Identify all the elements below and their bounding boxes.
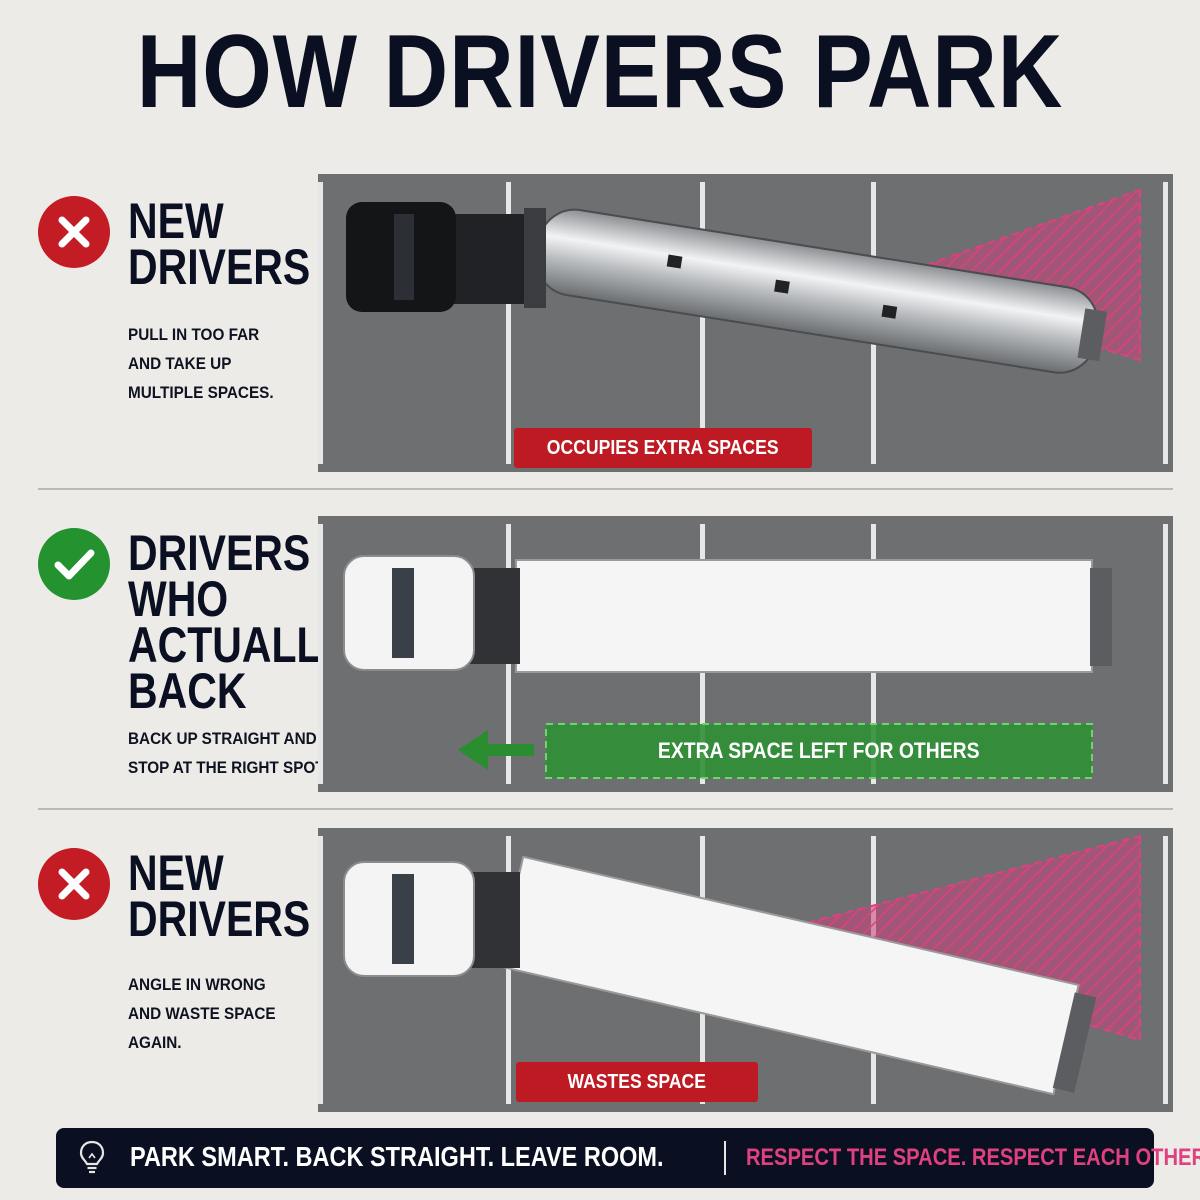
heading-line: NEW	[128, 845, 224, 901]
black-tractor-cab	[346, 202, 546, 312]
section-divider	[38, 808, 1173, 810]
heading-line: ACTUALLY	[128, 617, 346, 673]
heading-line: DRIVERS	[128, 239, 311, 295]
lightbulb-icon	[78, 1140, 106, 1181]
white-tractor-cab	[343, 861, 520, 977]
parking-stripe	[1163, 836, 1168, 1104]
parking-lot-row-2	[318, 516, 1173, 792]
heading-line: WHO	[128, 571, 229, 627]
description-line: AND TAKE UP	[128, 354, 232, 373]
extra-space-label: EXTRA SPACE LEFT FOR OTHERS	[658, 738, 980, 763]
parking-stripe	[700, 182, 705, 464]
row-3-description: ANGLE IN WRONG AND WASTE SPACE AGAIN.	[128, 970, 335, 1057]
footer-slogan: PARK SMART. BACK STRAIGHT. LEAVE ROOM.	[130, 1141, 664, 1172]
heading-line: DRIVERS	[128, 891, 311, 947]
heading-line: BACK	[128, 663, 247, 719]
row-2-heading: DRIVERS WHO ACTUALLY BACK	[128, 525, 346, 719]
white-tractor-cab	[343, 555, 520, 671]
section-divider	[38, 488, 1173, 490]
description-line: ANGLE IN WRONG	[128, 975, 266, 994]
parking-stripe	[1163, 182, 1168, 464]
row-2-description: BACK UP STRAIGHT AND STOP AT THE RIGHT S…	[128, 724, 335, 782]
page-title: HOW DRIVERS PARK	[136, 14, 1064, 130]
parking-lot-row-1	[318, 174, 1173, 472]
extra-space-zone	[545, 723, 1093, 779]
left-arrow-icon	[458, 730, 534, 770]
parking-stripe	[506, 182, 511, 464]
description-line: AGAIN.	[128, 1033, 182, 1052]
straight-white-trailer	[515, 559, 1112, 673]
heading-line: DRIVERS	[128, 525, 311, 581]
check-mark-icon	[38, 528, 110, 600]
description-line: PULL IN TOO FAR	[128, 325, 260, 344]
footer-banner: PARK SMART. BACK STRAIGHT. LEAVE ROOM. R…	[56, 1128, 1200, 1188]
occupies-extra-spaces-tag: OCCUPIES EXTRA SPACES	[514, 428, 812, 468]
row-1-description: PULL IN TOO FAR AND TAKE UP MULTIPLE SPA…	[128, 320, 335, 407]
angled-white-trailer	[496, 855, 1097, 1096]
footer-respect-message: RESPECT THE SPACE. RESPECT EACH OTHER.	[746, 1144, 1200, 1171]
description-line: BACK UP STRAIGHT AND	[128, 729, 317, 748]
heading-line: NEW	[128, 193, 224, 249]
row-1-heading: NEW DRIVERS	[128, 193, 341, 295]
wastes-space-tag: WASTES SPACE	[516, 1062, 758, 1102]
parking-stripe	[318, 182, 323, 464]
description-line: AND WASTE SPACE	[128, 1004, 276, 1023]
parking-stripe	[1163, 524, 1168, 784]
x-mark-icon	[38, 848, 110, 920]
x-mark-icon	[38, 196, 110, 268]
parking-stripe	[506, 836, 511, 1104]
footer-separator	[724, 1141, 726, 1175]
description-line: STOP AT THE RIGHT SPOT.	[128, 758, 328, 777]
parking-stripe	[318, 836, 323, 1104]
parking-stripe	[318, 524, 323, 784]
row-3-heading: NEW DRIVERS	[128, 845, 341, 947]
tanker-trailer	[535, 208, 1108, 374]
description-line: MULTIPLE SPACES.	[128, 383, 274, 402]
